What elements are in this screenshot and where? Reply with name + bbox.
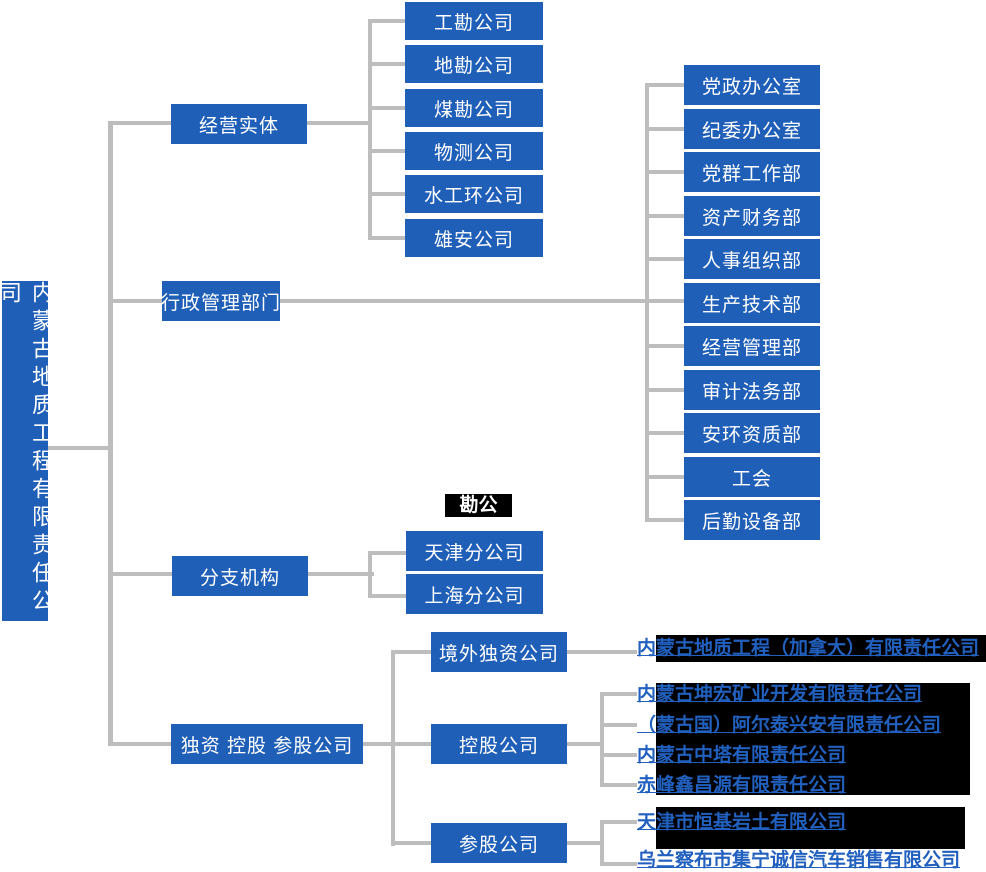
company-link-equity-1[interactable]: 天津市恒基岩土有限公司 — [637, 812, 847, 833]
connector-line — [649, 83, 684, 87]
trunk-line — [108, 121, 113, 746]
company-link-holding-3[interactable]: 内蒙古中塔有限责任公司 — [637, 745, 847, 766]
connector-line — [600, 820, 604, 866]
connector-line — [649, 388, 684, 392]
company-link-holding-2[interactable]: （蒙古国）阿尔泰兴安有限责任公司 — [637, 715, 942, 736]
admin-dept-box-5: 人事组织部 — [684, 239, 820, 279]
branch-office-box-shanghai: 上海分公司 — [406, 574, 543, 614]
admin-departments-box: 行政管理部门 — [161, 281, 280, 321]
connector-line — [604, 723, 637, 727]
connector-line — [649, 170, 684, 174]
connector-line — [391, 650, 395, 846]
connector-line — [604, 820, 637, 824]
admin-dept-box-1: 党政办公室 — [684, 65, 820, 105]
root-company-box: 内蒙古地质工程有限责任公司 — [0, 281, 54, 621]
admin-dept-box-3: 党群工作部 — [684, 152, 820, 192]
connector-line — [113, 742, 171, 746]
operating-entities-box: 经营实体 — [171, 104, 307, 144]
connector-line — [567, 841, 604, 845]
text-highlight-block — [656, 635, 986, 662]
connector-line — [372, 62, 405, 66]
connector-line — [604, 692, 637, 696]
branch-offices-box: 分支机构 — [172, 556, 308, 596]
connector-line — [604, 862, 637, 866]
company-link-equity-2[interactable]: 乌兰察布市集宁诚信汽车销售有限公司 — [637, 850, 961, 871]
connector-line — [113, 121, 171, 125]
operating-child-box-3: 煤勘公司 — [405, 89, 543, 127]
connector-line — [600, 692, 604, 787]
operating-child-box-6: 雄安公司 — [405, 219, 543, 257]
connector-line — [649, 344, 684, 348]
connector-line — [645, 83, 649, 522]
subsidiaries-box: 独资 控股 参股公司 — [171, 724, 363, 764]
admin-dept-box-4: 资产财务部 — [684, 196, 820, 236]
admin-dept-box-2: 纪委办公室 — [684, 109, 820, 149]
connector-line — [604, 753, 637, 757]
company-link-overseas-1[interactable]: 内蒙古地质工程（加拿大）有限责任公司 — [637, 638, 980, 659]
connector-line — [604, 783, 637, 787]
connector-line — [567, 650, 637, 654]
text-highlight-block — [656, 807, 965, 849]
connector-line — [649, 475, 684, 479]
connector-line — [368, 551, 372, 598]
connector-line — [395, 742, 431, 746]
text-highlight-block — [656, 683, 970, 795]
connector-line — [368, 19, 372, 240]
connector-line — [649, 127, 684, 131]
holding-company-type-box: 控股公司 — [431, 724, 567, 764]
admin-dept-box-9: 安环资质部 — [684, 413, 820, 453]
connector-line — [363, 742, 391, 746]
equity-company-type-box: 参股公司 — [431, 823, 567, 863]
connector-line — [308, 572, 374, 576]
operating-child-box-1: 工勘公司 — [405, 2, 543, 40]
connector-line — [280, 299, 684, 303]
admin-dept-box-7: 经营管理部 — [684, 326, 820, 366]
glitch-text-fragment: 勘公 — [445, 494, 512, 517]
connector-line — [649, 257, 684, 261]
company-link-holding-1[interactable]: 内蒙古坤宏矿业开发有限责任公司 — [637, 684, 923, 705]
connector-line — [372, 192, 405, 196]
admin-dept-box-6: 生产技术部 — [684, 283, 820, 323]
connector-line — [567, 742, 604, 746]
connector-line — [395, 841, 431, 845]
connector-line — [372, 149, 405, 153]
connector-line — [113, 572, 172, 576]
admin-dept-box-10: 工会 — [684, 457, 820, 497]
connector-line — [395, 650, 431, 654]
admin-dept-box-11: 后勤设备部 — [684, 500, 820, 540]
company-link-holding-4[interactable]: 赤峰鑫昌源有限责任公司 — [637, 775, 847, 796]
connector-line — [649, 214, 684, 218]
connector-line — [113, 299, 162, 303]
connector-line — [372, 551, 406, 555]
connector-line — [372, 106, 405, 110]
branch-office-box-tianjin: 天津分公司 — [406, 531, 543, 571]
connector-line — [307, 121, 372, 125]
operating-child-box-4: 物测公司 — [405, 132, 543, 170]
connector-line — [372, 236, 405, 240]
connector-line — [649, 431, 684, 435]
connector-line — [48, 446, 109, 450]
overseas-subsidiary-type-box: 境外独资公司 — [431, 632, 567, 672]
admin-dept-box-8: 审计法务部 — [684, 370, 820, 410]
operating-child-box-2: 地勘公司 — [405, 45, 543, 83]
connector-line — [372, 594, 406, 598]
operating-child-box-5: 水工环公司 — [405, 175, 543, 213]
connector-line — [649, 518, 684, 522]
connector-line — [372, 19, 405, 23]
